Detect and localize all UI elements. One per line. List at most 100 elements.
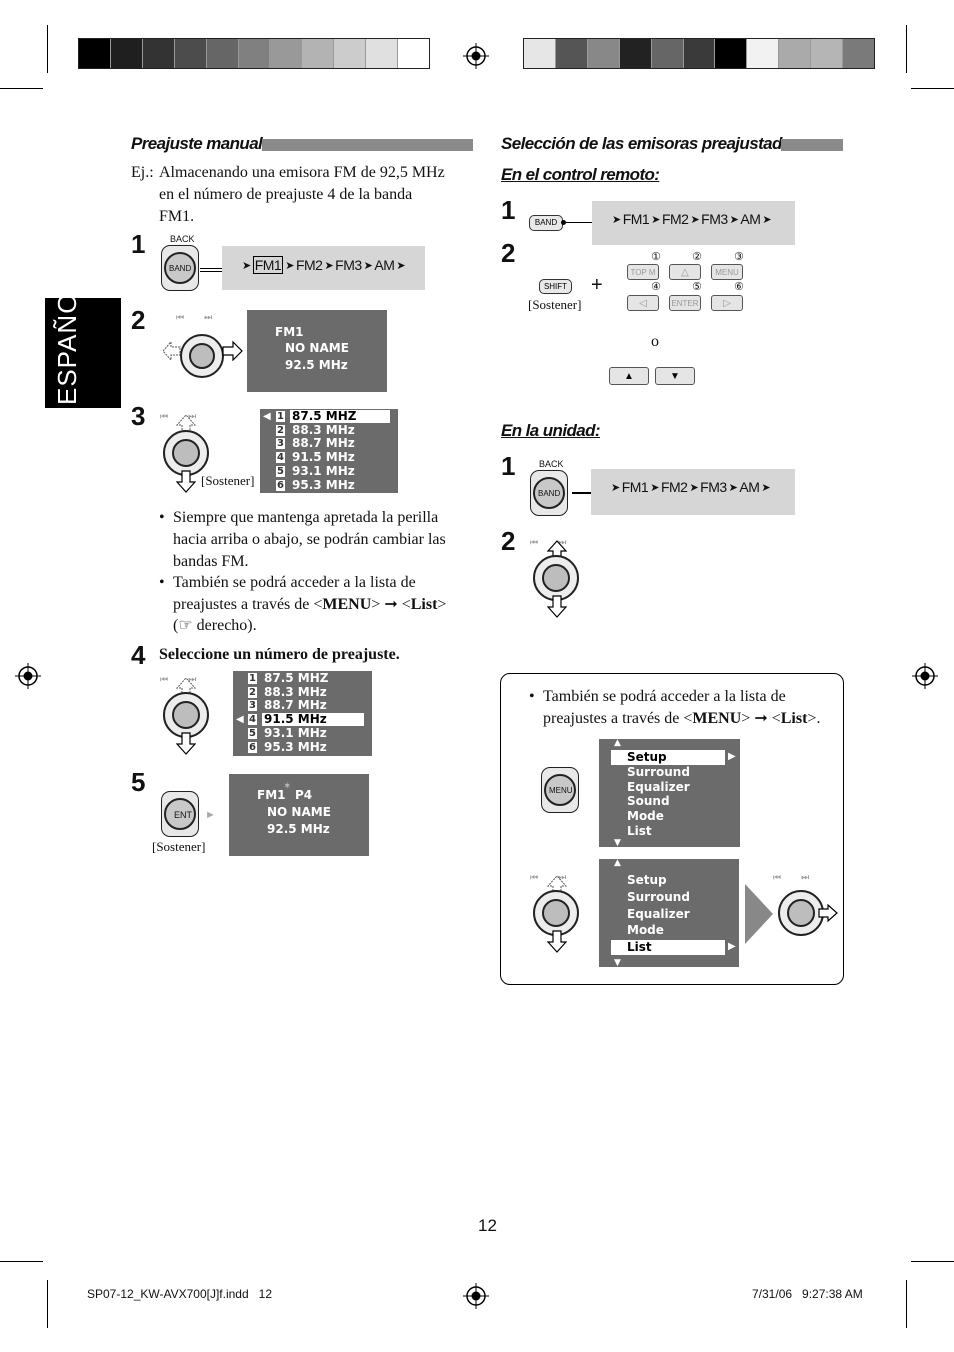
band-button[interactable]: BAND (164, 252, 196, 284)
skip-icons: ⏮ ⏭ (160, 674, 197, 684)
crop-mark (906, 25, 907, 73)
scroll-up-icon: ▲ (614, 738, 621, 748)
skip-icons: ⏮ ⏭ (773, 872, 810, 882)
step-number: 5 (131, 767, 146, 797)
arrow-right-icon[interactable] (818, 904, 838, 922)
color-bar-right (523, 38, 875, 69)
arrow-left-icon (162, 341, 181, 361)
preset-number: 1 (276, 411, 285, 422)
preset-number: 6 (276, 479, 285, 491)
step-number: 1 (131, 229, 146, 259)
crop-mark (0, 88, 43, 89)
menu-button[interactable]: MENU (711, 264, 743, 280)
hold-label: [Sostener] (152, 839, 206, 854)
crop-mark (47, 1280, 48, 1328)
shift-button[interactable]: SHIFT (539, 279, 572, 294)
number-3-icon: ③ (734, 250, 744, 263)
text-fragment: preajustes a través de < (543, 710, 693, 727)
back-label: BACK (539, 459, 564, 469)
arrow-down-icon[interactable] (547, 595, 567, 619)
display-line: NO NAME (267, 805, 331, 819)
control-knob[interactable] (778, 890, 824, 936)
top-m-button[interactable]: TOP M (627, 264, 659, 280)
right-button[interactable]: ▷ (711, 295, 743, 311)
preset-frequency: 88.3 MHz (264, 684, 327, 699)
bullet-text-1b: hacia arriba o abajo, se podrán cambiar … (173, 531, 446, 548)
skip-icons: ⏮ ⏭ (160, 411, 197, 421)
arrow-down-icon[interactable] (176, 732, 196, 756)
band-am: AM (374, 257, 395, 273)
flash-icon: ✶ (283, 781, 292, 792)
menu-item-mode[interactable]: Mode (627, 923, 664, 938)
preset-up-button[interactable]: ▲ (609, 367, 649, 385)
ent-button[interactable]: ENT (164, 798, 196, 830)
menu-item-sound[interactable]: Sound (627, 794, 670, 809)
shift-label: SHIFT (543, 282, 568, 291)
preset-number: 5 (276, 465, 285, 477)
preset-number: 4 (248, 714, 257, 726)
page-number: 12 (478, 1216, 497, 1235)
band-button-label: BAND (538, 489, 561, 498)
band-cycle-panel (591, 469, 795, 515)
list-keyword: List (780, 710, 808, 727)
preset-highlight (290, 410, 390, 423)
bullet-text-2c: (☞ derecho). (173, 617, 257, 634)
band-button[interactable]: BAND (533, 477, 565, 509)
preset-down-button[interactable]: ▼ (655, 367, 695, 385)
back-label: BACK (170, 234, 195, 244)
unit-menu-button[interactable]: MENU (544, 774, 576, 806)
step-number: 2 (501, 238, 516, 268)
menu-keyword: MENU (322, 596, 372, 613)
unit-subheading: En la unidad: (501, 421, 601, 440)
arrow-down-icon[interactable] (547, 930, 567, 954)
up-button[interactable]: △ (669, 264, 701, 280)
skip-icons: ⏮ ⏭ (530, 537, 567, 547)
number-5-icon: ⑤ (692, 280, 702, 293)
preset-number: 2 (276, 424, 285, 436)
bullet-dot: • (159, 574, 165, 591)
menu-item-list[interactable]: List (627, 824, 652, 838)
language-tab (45, 298, 121, 408)
menu-item-setup[interactable]: Setup (627, 750, 667, 764)
menu-item-equalizer[interactable]: Equalizer (627, 906, 690, 921)
control-knob[interactable] (180, 334, 224, 378)
preset-frequency: 87.5 MHZ (292, 409, 357, 423)
registration-mark-top (463, 43, 489, 69)
menu-item-list[interactable]: List (627, 940, 652, 955)
enter-button[interactable]: ENTER (669, 295, 701, 311)
preset-frequency: 91.5 MHz (264, 712, 327, 727)
menu-item-setup[interactable]: Setup (627, 873, 667, 887)
number-4-icon: ④ (651, 280, 661, 293)
menu-item-surround[interactable]: Surround (627, 764, 690, 779)
remote-band-button[interactable]: BAND (529, 215, 563, 231)
control-knob[interactable] (163, 430, 209, 476)
hold-label: [Sostener] (201, 473, 255, 488)
menu-item-surround[interactable]: Surround (627, 889, 690, 904)
menu-item-mode[interactable]: Mode (627, 809, 664, 824)
control-knob[interactable] (533, 555, 579, 601)
bullet-text-2b: preajustes a través de <MENU> ➞ <List> (173, 594, 446, 616)
menu-item-equalizer[interactable]: Equalizer (627, 779, 690, 794)
example-text-2: en el número de preajuste 4 de la banda (159, 186, 413, 203)
arrow-right-icon[interactable] (221, 341, 243, 361)
step-number: 1 (501, 195, 516, 225)
arrow-down-icon[interactable] (176, 470, 196, 494)
registration-mark-bottom (463, 1283, 489, 1309)
connector-line (572, 492, 592, 494)
control-knob[interactable] (163, 692, 209, 738)
left-button[interactable]: ◁ (627, 295, 659, 311)
control-knob[interactable] (533, 890, 579, 936)
